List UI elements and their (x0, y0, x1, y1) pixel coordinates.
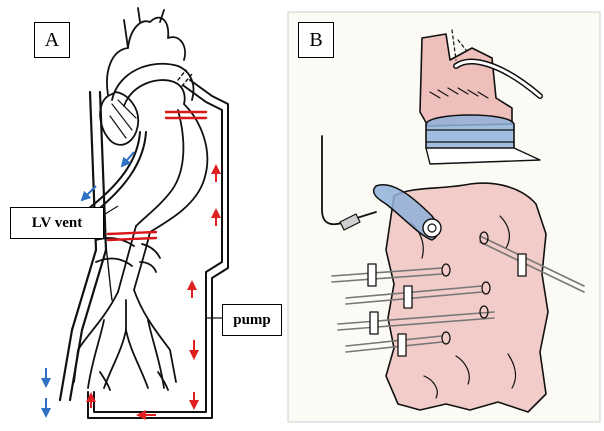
panel-b-label: B (298, 22, 334, 58)
panel-a-label: A (34, 22, 70, 58)
lv-vent-callout: LV vent (10, 207, 104, 239)
tourniquet-clip (518, 254, 526, 276)
tourniquet-clip (368, 264, 376, 286)
tourniquet-clip (370, 312, 378, 334)
tourniquet-clip (398, 334, 406, 356)
pump-callout: pump (222, 304, 282, 336)
red-flow-arrows (91, 166, 216, 415)
tourniquet-clip (404, 286, 412, 308)
callout-leaders (102, 206, 222, 318)
